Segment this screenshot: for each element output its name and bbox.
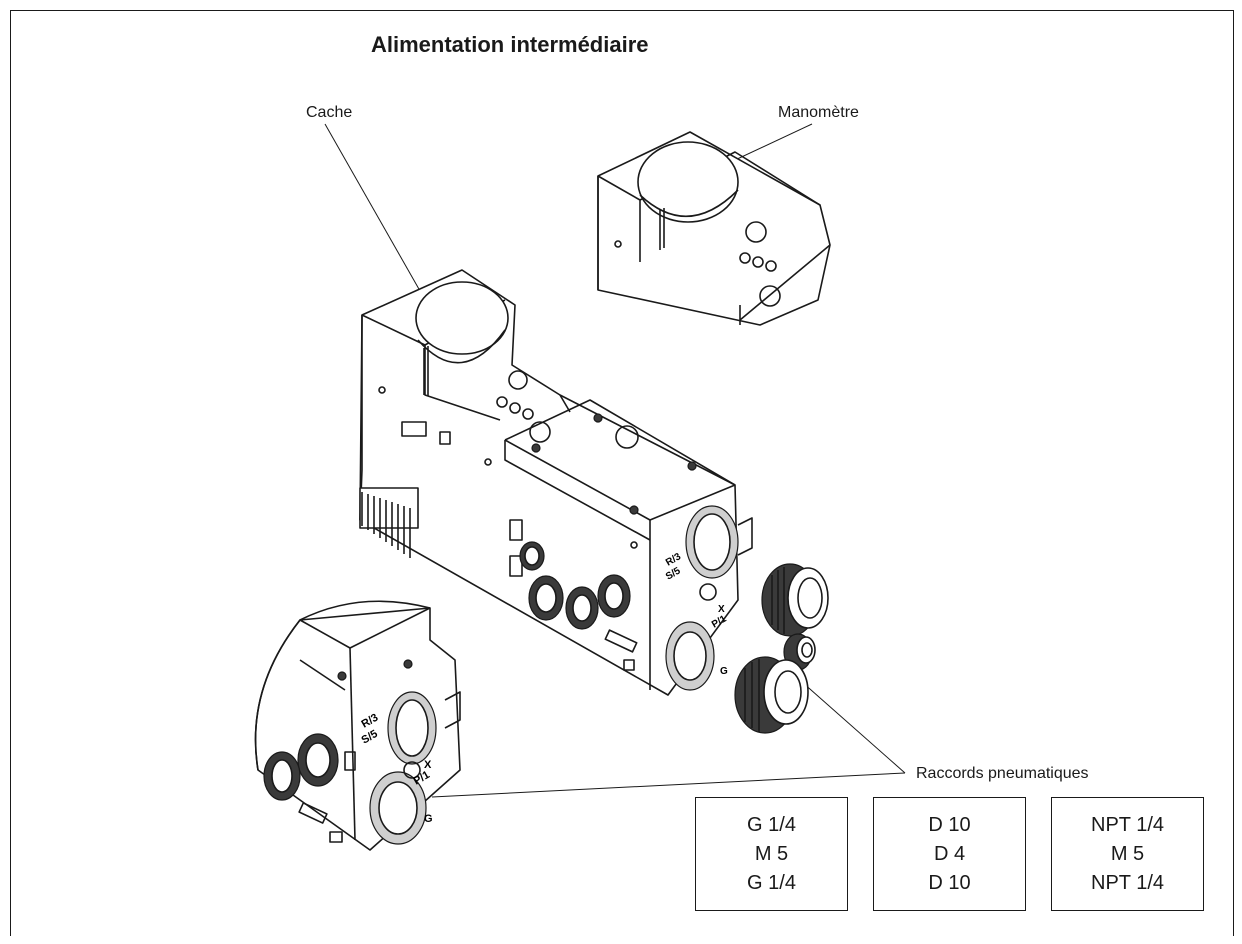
fittings	[734, 563, 829, 734]
fitting-box-1-line-1: G 1/4	[747, 813, 796, 836]
fitting-box-2: D 10 D 4 D 10	[873, 797, 1026, 911]
port-mark-x: X	[718, 604, 725, 615]
port-mark-g: G	[720, 666, 728, 677]
fitting-box-3-line-3: NPT 1/4	[1091, 871, 1164, 894]
manometer-module	[597, 131, 831, 530]
label-manometre: Manomètre	[778, 104, 859, 121]
connector-comb	[361, 492, 411, 558]
fitting-box-3-line-2: M 5	[1110, 842, 1145, 865]
fitting-box-1: G 1/4 M 5 G 1/4	[695, 797, 848, 911]
fitting-large-top	[761, 563, 829, 637]
leader-lines	[324, 123, 906, 798]
detail-magnified-view	[254, 600, 461, 851]
detail-port-mark-g: G	[424, 813, 433, 825]
fitting-large-bottom	[734, 656, 809, 734]
fitting-box-1-line-2: M 5	[754, 842, 789, 865]
fitting-box-3-line-1: NPT 1/4	[1091, 813, 1164, 836]
label-cache: Cache	[306, 104, 353, 121]
fitting-box-1-line-3: G 1/4	[747, 871, 796, 894]
fitting-box-3: NPT 1/4 M 5 NPT 1/4	[1051, 797, 1204, 911]
drawing-frame	[10, 10, 1234, 936]
fitting-box-2-line-1: D 10	[928, 813, 971, 836]
detail-port-mark-x: X	[424, 759, 432, 771]
fitting-box-2-line-2: D 4	[933, 842, 966, 865]
valve-body	[359, 269, 753, 696]
page-title: Alimentation intermédiaire	[371, 32, 649, 57]
fitting-box-2-line-3: D 10	[928, 871, 971, 894]
label-raccords-pneumatiques: Raccords pneumatiques	[916, 765, 1089, 782]
